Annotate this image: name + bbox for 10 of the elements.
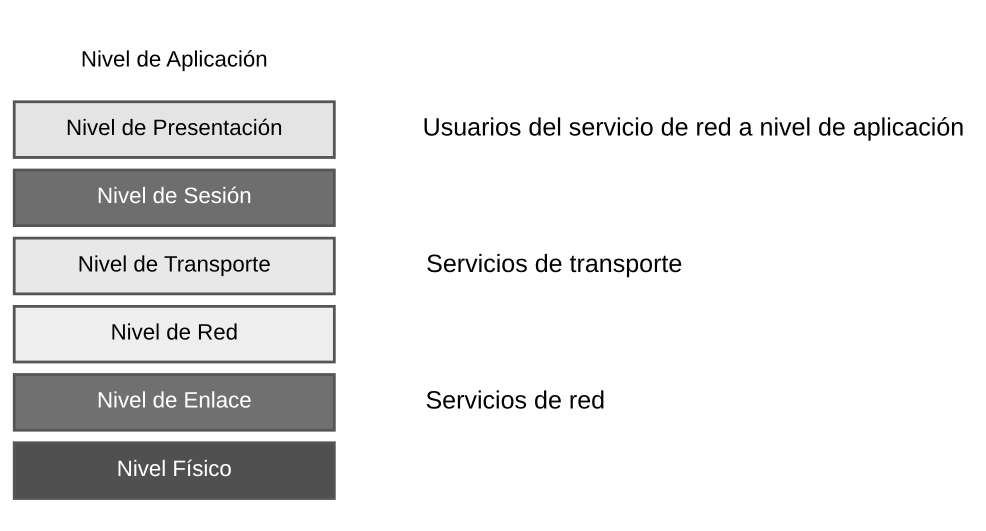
node-box: Nivel Físico — [12, 440, 336, 500]
label: Usuarios del servicio de red a nivel de aplicación — [422, 113, 964, 142]
label: Servicios de red — [425, 386, 606, 414]
node-box: Nivel de Sesión — [12, 168, 336, 227]
node-box: Nivel de Enlace — [12, 372, 336, 432]
node-text: Nivel de Aplicación — [80, 46, 268, 72]
node-box: Nivel de Presentación — [12, 100, 336, 158]
node-box: Nivel de Transporte — [12, 236, 336, 295]
node-box: Nivel de Red — [12, 304, 336, 363]
label: Servicios de transporte — [426, 250, 682, 278]
